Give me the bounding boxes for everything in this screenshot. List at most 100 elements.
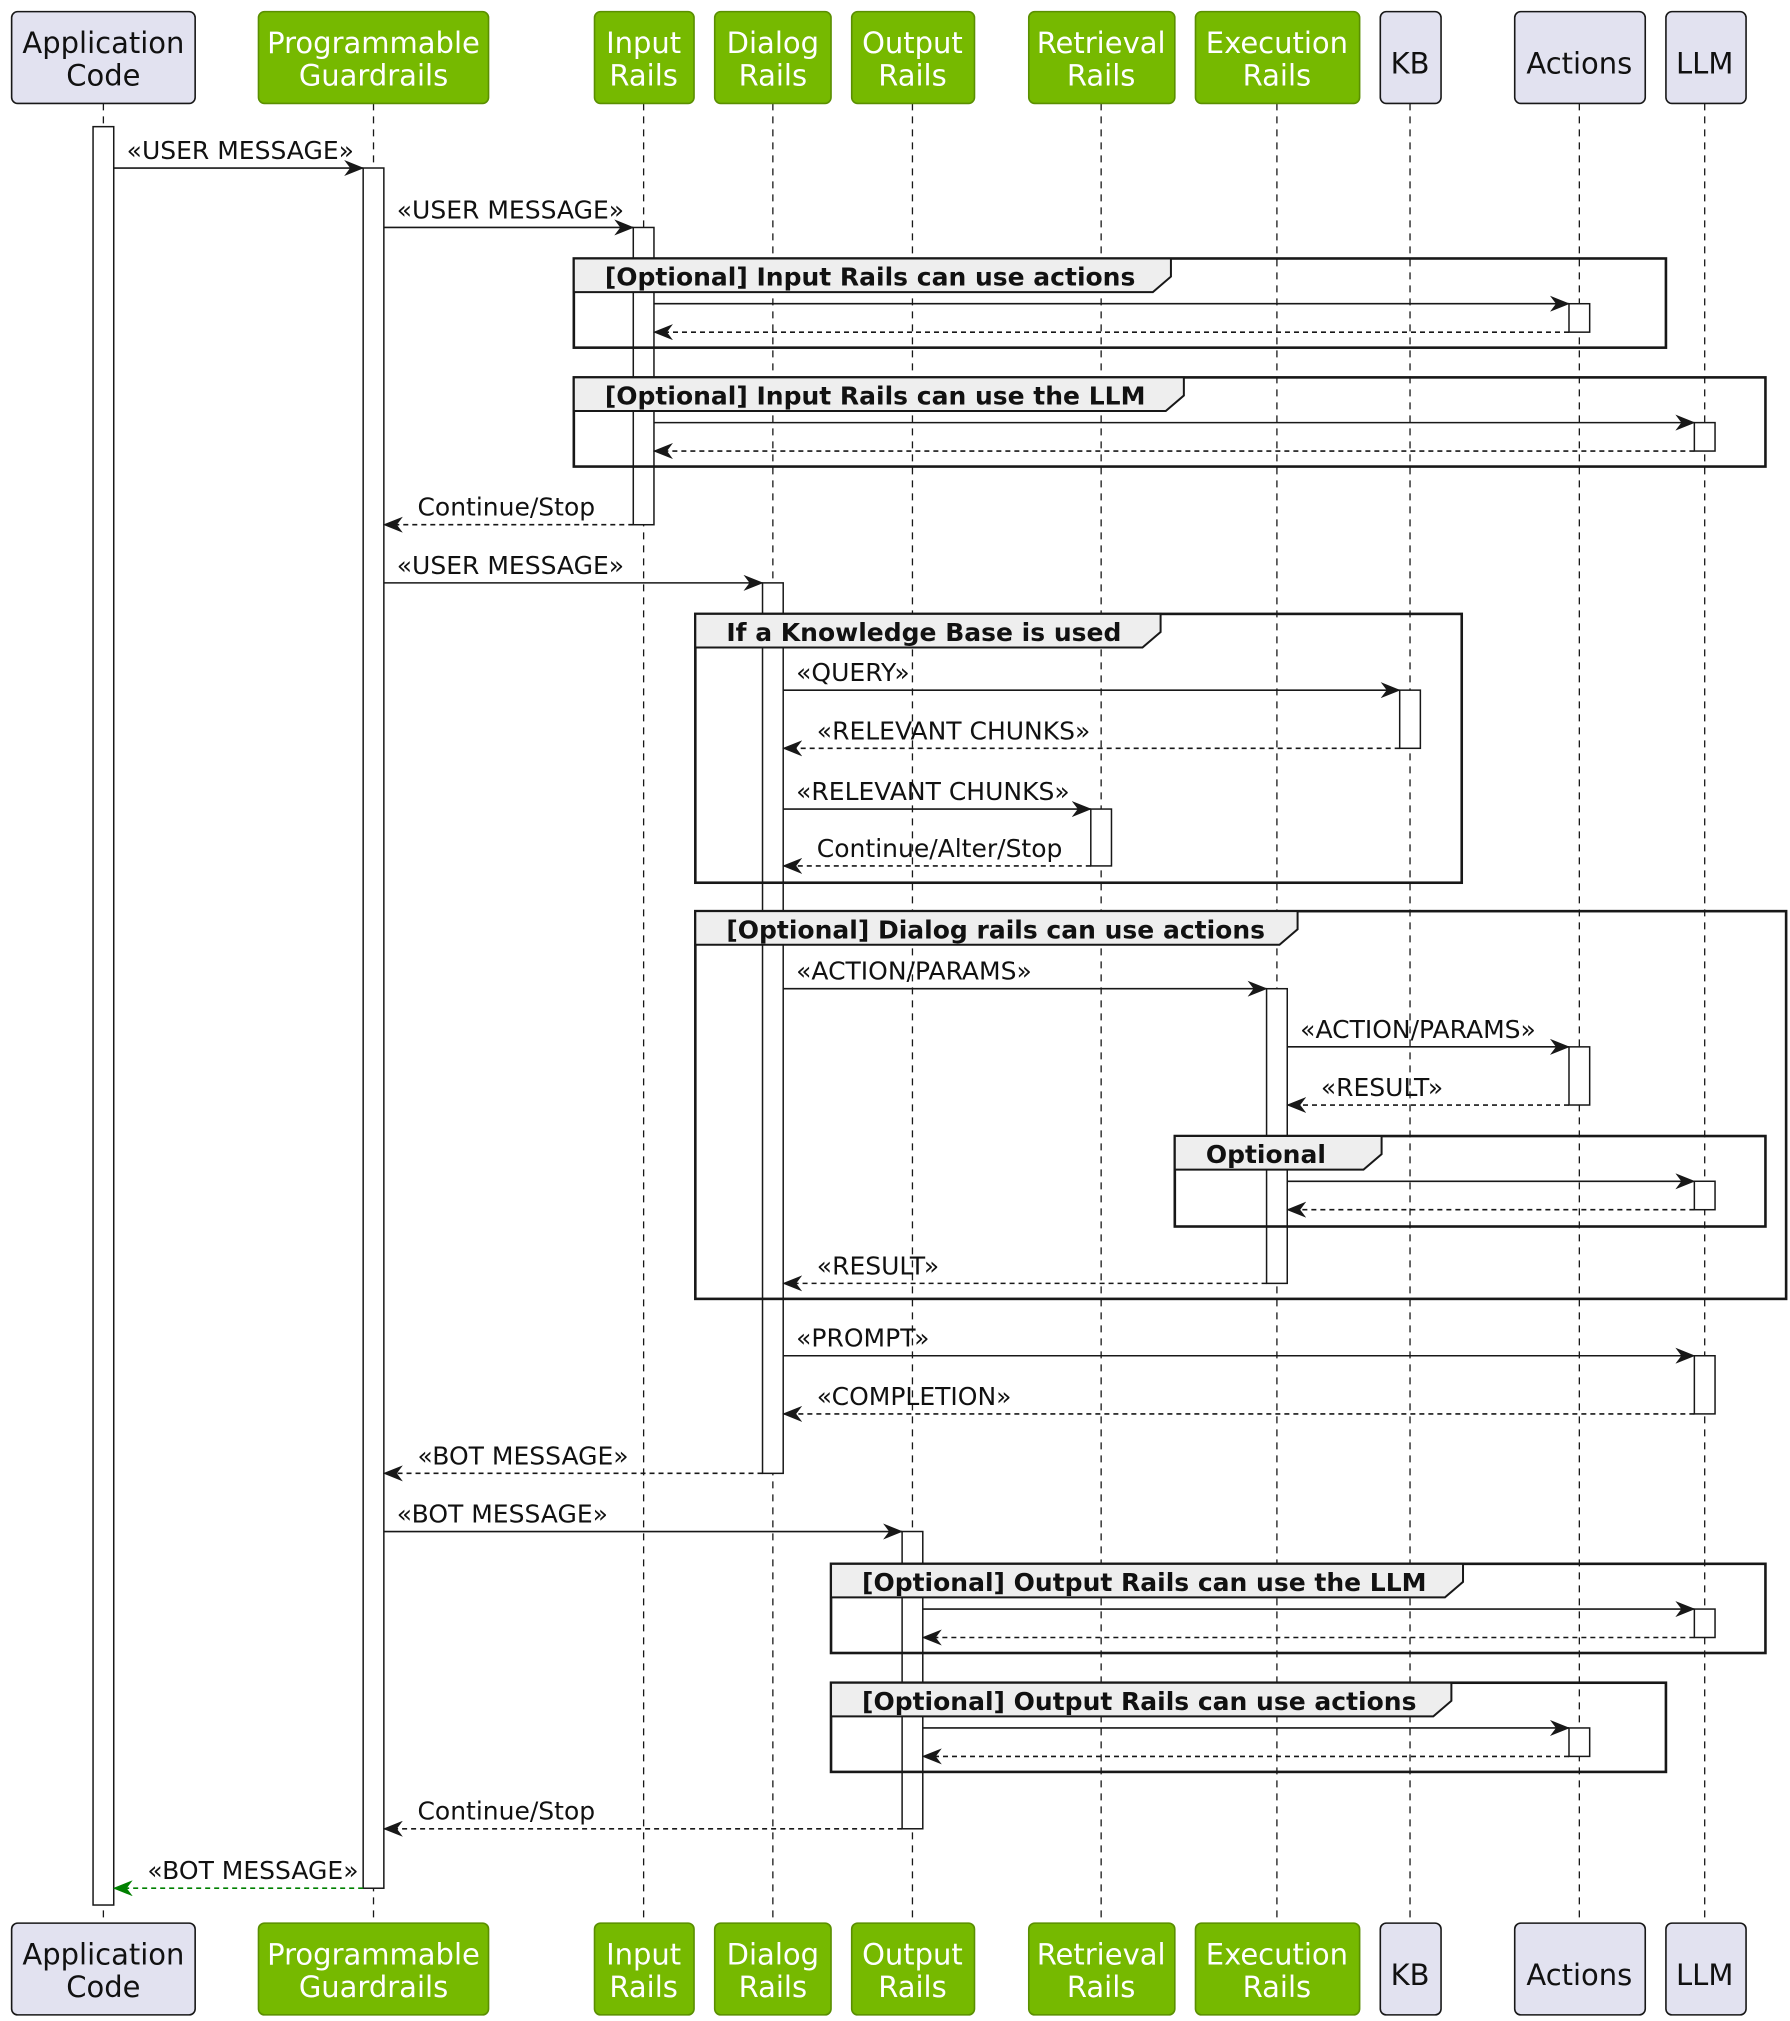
- participant-label: Rails: [739, 1970, 808, 2004]
- message-m21: «BOT MESSAGE»: [382, 1441, 763, 1482]
- message-label: «RELEVANT CHUNKS»: [796, 777, 1070, 806]
- participant-box: [257, 10, 490, 105]
- frame-label: [Optional] Input Rails can use the LLM: [605, 382, 1146, 411]
- frame-header: [1173, 1135, 1383, 1171]
- fragment-frames: [Optional] Input Rails can use actions[O…: [572, 257, 1788, 1774]
- participant-label: KB: [1391, 47, 1430, 81]
- participant-label: Execution: [1206, 26, 1348, 60]
- message-label: «RELEVANT CHUNKS»: [817, 716, 1091, 745]
- participant-label: Actions: [1526, 1958, 1632, 1992]
- activation-bar-app: [92, 125, 115, 1906]
- participant-box: [1194, 10, 1361, 105]
- participant-box: [850, 10, 976, 105]
- participant-box: [1665, 10, 1747, 105]
- participant-label: Retrieval: [1037, 1937, 1166, 1971]
- participant-label: Rails: [739, 58, 808, 92]
- message-label: Continue/Stop: [417, 493, 595, 522]
- participant-label: Retrieval: [1037, 26, 1166, 60]
- message-m27: Continue/Stop: [382, 1797, 903, 1837]
- participant-box: [593, 10, 695, 105]
- message-label: Continue/Stop: [417, 1797, 595, 1826]
- participant-label: Rails: [609, 58, 678, 92]
- activation-bar-llm: [1693, 1354, 1716, 1415]
- message-m10: «RELEVANT CHUNKS»: [782, 716, 1400, 757]
- participant-actions-bottom: Actions: [1513, 1922, 1647, 2016]
- participant-label: Rails: [1243, 1970, 1312, 2004]
- message-label: «BOT MESSAGE»: [397, 1499, 608, 1528]
- participant-label: Application: [22, 1937, 184, 1971]
- participant-label: Rails: [1067, 1970, 1136, 2004]
- message-m2: «USER MESSAGE»: [383, 195, 635, 236]
- frame-label: Optional: [1206, 1140, 1326, 1169]
- participant-kb-top: KB: [1379, 10, 1442, 105]
- participant-label: LLM: [1676, 47, 1733, 81]
- activation-bar-llm: [1693, 1180, 1716, 1211]
- participant-label: Input: [606, 1937, 681, 1971]
- frame-f-output-actions: [Optional] Output Rails can use actions: [829, 1681, 1668, 1774]
- participant-label: Rails: [1243, 58, 1312, 92]
- messages: «USER MESSAGE» «USER MESSAGE» Continue/Sto…: [112, 136, 1696, 1897]
- participant-box: [1513, 1922, 1647, 2016]
- frame-border: [1173, 1134, 1767, 1228]
- participant-label: Actions: [1526, 47, 1632, 81]
- participant-box: [1513, 10, 1647, 105]
- message-label: «RESULT»: [817, 1251, 939, 1280]
- message-m1: «USER MESSAGE»: [113, 136, 365, 177]
- frame-header: [830, 1562, 1465, 1599]
- participant-label: Application: [22, 26, 184, 60]
- message-label: Continue/Alter/Stop: [817, 834, 1063, 863]
- message-label: «QUERY»: [796, 658, 910, 687]
- participant-box: [1027, 1922, 1176, 2016]
- message-label: «BOT MESSAGE»: [147, 1856, 358, 1885]
- participant-label: Rails: [878, 58, 947, 92]
- participant-box: [10, 10, 196, 105]
- frame-f-kb: If a Knowledge Base is used: [694, 612, 1464, 885]
- frame-label: [Optional] Dialog rails can use actions: [726, 915, 1265, 944]
- participant-box: [1379, 10, 1442, 105]
- participant-box: [850, 1922, 976, 2016]
- participant-label: Dialog: [727, 1937, 819, 1971]
- participant-label: Dialog: [727, 26, 819, 60]
- participant-box: [1379, 1922, 1442, 2016]
- message-m14: «ACTION/PARAMS»: [1287, 1015, 1570, 1055]
- frame-f-optional: Optional: [1173, 1134, 1767, 1228]
- activation-bar-actions: [1568, 302, 1591, 333]
- message-m19: «PROMPT»: [783, 1324, 1696, 1364]
- participant-box: [1027, 10, 1176, 105]
- message-m7: Continue/Stop: [382, 493, 634, 533]
- frame-header: [572, 257, 1172, 294]
- participant-llm-top: LLM: [1665, 10, 1747, 105]
- participant-label: Code: [66, 1970, 140, 2004]
- message-label: «USER MESSAGE»: [127, 136, 354, 165]
- message-label: «BOT MESSAGE»: [417, 1441, 628, 1470]
- frame-header: [572, 376, 1185, 412]
- activation-bar-llm: [1693, 1608, 1716, 1639]
- participant-actions-top: Actions: [1513, 10, 1647, 105]
- message-label: «COMPLETION»: [817, 1382, 1012, 1411]
- message-label: «ACTION/PARAMS»: [1300, 1015, 1536, 1044]
- message-m11: «RELEVANT CHUNKS»: [783, 777, 1092, 818]
- message-m9: «QUERY»: [783, 658, 1401, 699]
- message-label: «PROMPT»: [796, 1324, 929, 1353]
- activation-bar-llm: [1693, 421, 1716, 452]
- message-label: «RESULT»: [1321, 1073, 1443, 1102]
- participant-label: KB: [1391, 1958, 1430, 1992]
- activation-bar-actions: [1568, 1046, 1591, 1106]
- participant-label: Code: [66, 58, 140, 92]
- participant-box: [1194, 1922, 1361, 2016]
- activation-bar-retrieval: [1090, 808, 1113, 867]
- message-label: «ACTION/PARAMS»: [796, 957, 1032, 986]
- frame-header: [694, 910, 1299, 946]
